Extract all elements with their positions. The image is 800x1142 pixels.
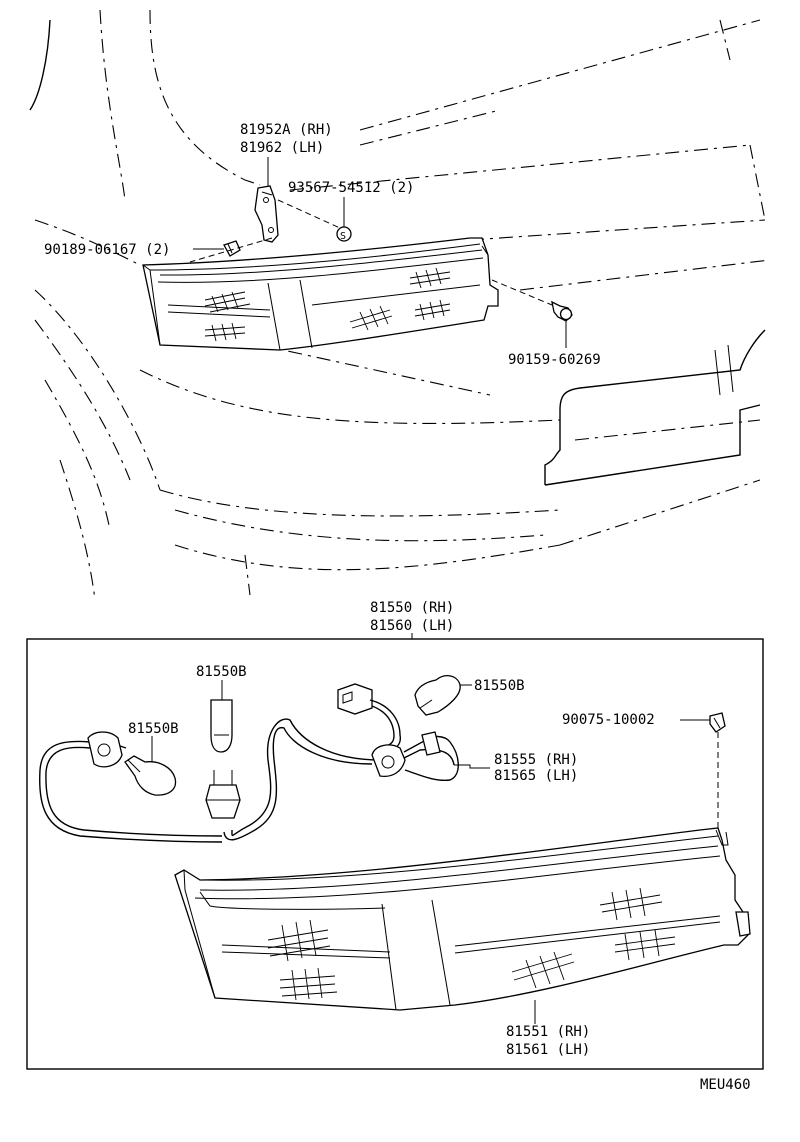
vehicle-body-outline [29, 9, 771, 601]
bracket-81952a [254, 185, 279, 243]
bulb-81550b-top [210, 699, 233, 753]
label-90189: 90189-06167 (2) [44, 242, 170, 258]
label-81551: 81551 (RH) [506, 1024, 590, 1040]
label-81565: 81565 (LH) [494, 768, 578, 784]
bulb-81550b-right [414, 675, 461, 716]
label-81550b-left: 81550B [128, 721, 179, 737]
label-81560: 81560 (LH) [370, 618, 454, 634]
diagram-code: MEU460 [700, 1077, 751, 1093]
assembly-frame [26, 633, 764, 1070]
label-81550: 81550 (RH) [370, 600, 454, 616]
lower-leader-lines [151, 680, 719, 1024]
rear-combination-lamp-mounted [142, 237, 499, 351]
label-81550b-top: 81550B [196, 664, 247, 680]
screw-90159-icon [551, 300, 573, 322]
socket-wiring-harness [38, 683, 459, 843]
label-93567: 93567-54512 (2) [288, 180, 414, 196]
label-81962: 81962 (LH) [240, 140, 324, 156]
label-90159: 90159-60269 [508, 352, 601, 368]
label-90075: 90075-10002 [562, 712, 655, 728]
svg-text:S: S [340, 231, 346, 242]
bulb-81550b-left [124, 755, 177, 796]
screw-93567-icon: S [336, 226, 352, 242]
upper-leader-lines [189, 157, 567, 348]
label-81550b-right: 81550B [474, 678, 525, 694]
lamp-lens-81551 [174, 827, 751, 1011]
label-81561: 81561 (LH) [506, 1042, 590, 1058]
clip-90075-icon [709, 712, 726, 733]
clip-90189-icon [223, 240, 241, 257]
label-81952a: 81952A (RH) [240, 122, 333, 138]
label-81555: 81555 (RH) [494, 752, 578, 768]
